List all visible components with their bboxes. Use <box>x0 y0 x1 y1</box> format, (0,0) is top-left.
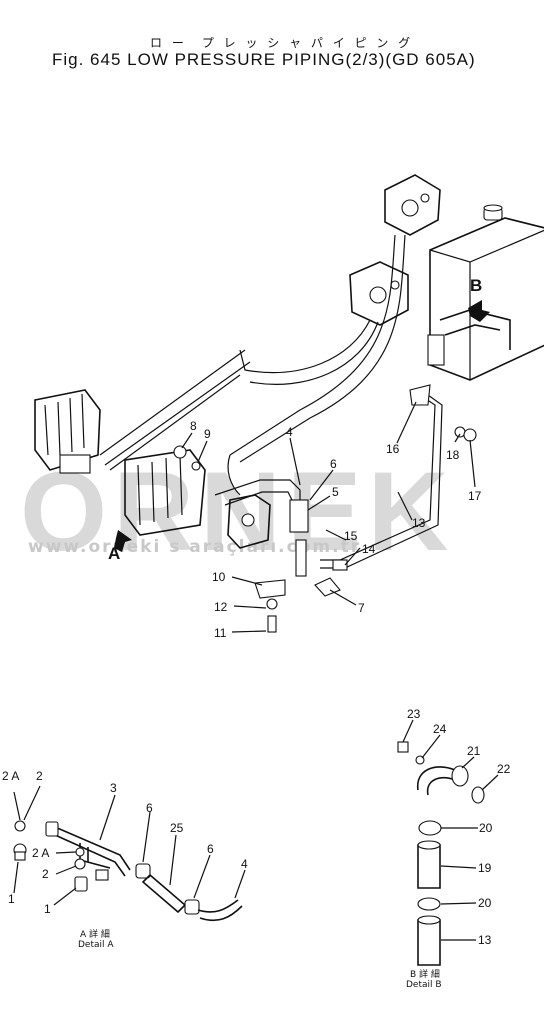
callout-5: 5 <box>332 485 339 499</box>
watermark-logo: ORNEK <box>20 455 454 574</box>
callout-11: 11 <box>214 626 227 640</box>
callout-a-2A: 2 A <box>2 769 20 783</box>
callout-6: 6 <box>330 457 337 471</box>
callout-a-2b: 2 <box>42 867 49 881</box>
title-japanese: ロ ー プ レ ッ シ ャ パ イ ピ ン グ <box>150 36 414 50</box>
leader-lines-detail-b <box>402 719 499 941</box>
callout-16: 16 <box>386 442 400 456</box>
callout-a-6: 6 <box>146 801 153 815</box>
callout-b-24: 24 <box>433 722 447 736</box>
detail-b-drawing <box>397 741 485 966</box>
detail-b-caption: Detail B <box>406 980 442 990</box>
callout-b-13: 13 <box>478 933 492 947</box>
detail-a-drawing <box>13 820 243 922</box>
detail-a-caption-jp: A 詳 細 <box>80 930 110 940</box>
callout-10: 10 <box>212 570 226 584</box>
view-marker-a: A <box>108 544 121 563</box>
callout-12: 12 <box>214 600 228 614</box>
control-valve-center <box>124 449 206 536</box>
detail-a-caption: Detail A <box>78 940 114 950</box>
view-arrow-b-icon <box>468 300 490 322</box>
callout-8: 8 <box>190 419 197 433</box>
callout-b-22: 22 <box>497 762 511 776</box>
callout-9: 9 <box>204 427 211 441</box>
callout-a-6b: 6 <box>207 842 214 856</box>
callout-17: 17 <box>468 489 482 503</box>
leader-lines-main <box>181 401 476 633</box>
watermark-url: www.orneki s araçları.com.tr <box>28 537 362 557</box>
callout-14: 14 <box>362 542 376 556</box>
callout-a-3: 3 <box>110 781 117 795</box>
detail-b-caption-jp: B 詳 細 <box>410 970 440 980</box>
callout-b-20b: 20 <box>478 896 492 910</box>
callout-b-19: 19 <box>478 861 492 875</box>
callout-a-25: 25 <box>170 821 184 835</box>
main-pipes <box>99 234 511 569</box>
view-marker-b: B <box>470 276 483 295</box>
callout-b-20: 20 <box>479 821 493 835</box>
view-arrow-a-icon <box>114 530 132 552</box>
callout-13: 13 <box>412 516 426 530</box>
callout-15: 15 <box>344 529 358 543</box>
control-valve-left <box>34 389 101 474</box>
callout-b-21: 21 <box>467 744 481 758</box>
callout-18: 18 <box>446 448 460 462</box>
hydraulic-tank <box>429 204 544 381</box>
fitting-block <box>173 384 477 633</box>
callout-7: 7 <box>358 601 365 615</box>
pump-upper <box>349 174 441 326</box>
callout-4: 4 <box>286 425 293 439</box>
watermark-brand: ORNEK <box>20 455 454 574</box>
callout-a-4: 4 <box>241 857 248 871</box>
callout-a-1b: 1 <box>44 902 51 916</box>
callout-a-2: 2 <box>36 769 43 783</box>
callout-a-1: 1 <box>8 892 15 906</box>
callout-b-23: 23 <box>407 707 421 721</box>
figure-title: Fig. 645 LOW PRESSURE PIPING(2/3)(GD 605… <box>52 50 476 69</box>
callout-a-2A-2: 2 A <box>32 846 50 860</box>
leader-lines-detail-a <box>13 785 246 906</box>
